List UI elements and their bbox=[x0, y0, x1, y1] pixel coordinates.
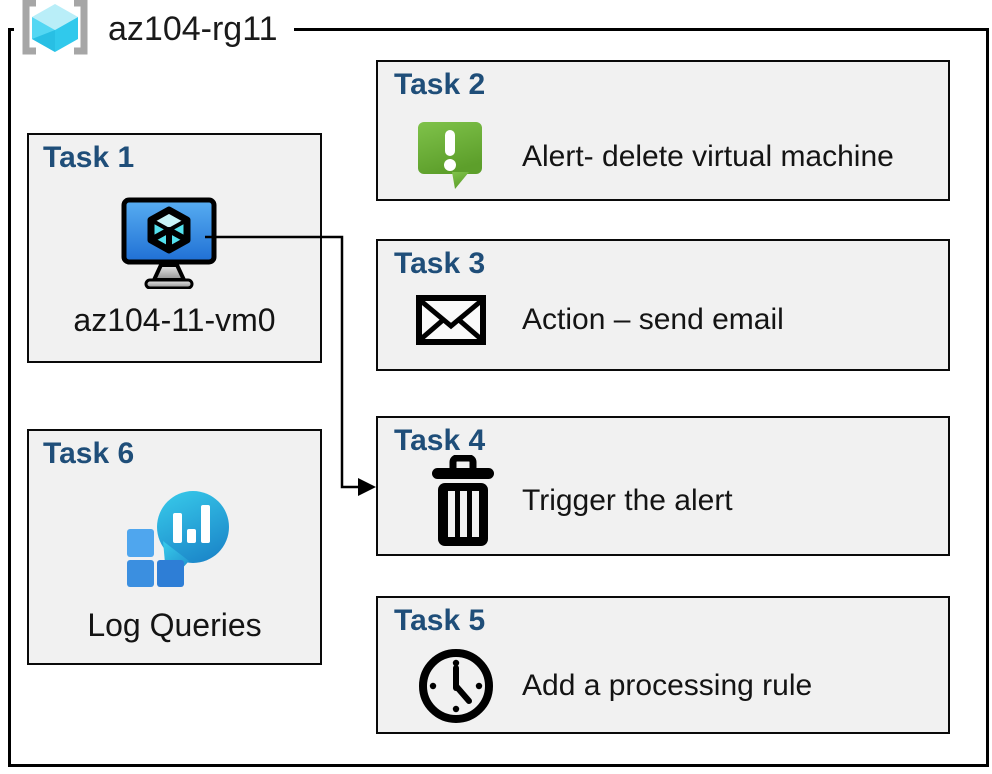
task3-box: Task 3 Action – send email bbox=[376, 239, 950, 371]
task2-title: Task 2 bbox=[394, 68, 486, 101]
task5-title: Task 5 bbox=[394, 604, 486, 637]
task5-box: Task 5 Add a processing rule bbox=[376, 596, 950, 734]
task6-box: Task 6 Log Queries bbox=[27, 429, 322, 665]
resource-group-legend: az104-rg11 bbox=[14, 0, 294, 58]
task5-label: Add a processing rule bbox=[522, 669, 813, 702]
task2-label: Alert- delete virtual machine bbox=[522, 140, 894, 173]
virtual-machine-icon bbox=[121, 197, 217, 294]
log-analytics-icon bbox=[115, 485, 235, 596]
trash-icon bbox=[416, 455, 522, 547]
task1-box: Task 1 az104 bbox=[27, 133, 322, 363]
task6-title: Task 6 bbox=[43, 437, 135, 470]
email-icon bbox=[416, 295, 522, 345]
task6-label: Log Queries bbox=[87, 607, 262, 643]
task4-label: Trigger the alert bbox=[522, 484, 733, 517]
clock-icon bbox=[416, 646, 522, 726]
task4-box: Task 4 Trigger the alert bbox=[376, 416, 950, 556]
task1-title: Task 1 bbox=[43, 141, 135, 174]
task3-title: Task 3 bbox=[394, 247, 486, 280]
alert-icon bbox=[416, 118, 522, 196]
resource-group-name: az104-rg11 bbox=[108, 9, 278, 48]
resource-group-icon bbox=[18, 0, 92, 60]
task3-label: Action – send email bbox=[522, 303, 784, 336]
task2-box: Task 2 Alert- delete virtual machine bbox=[376, 60, 950, 201]
task1-label: az104-11-vm0 bbox=[73, 302, 276, 338]
task4-title: Task 4 bbox=[394, 424, 486, 457]
